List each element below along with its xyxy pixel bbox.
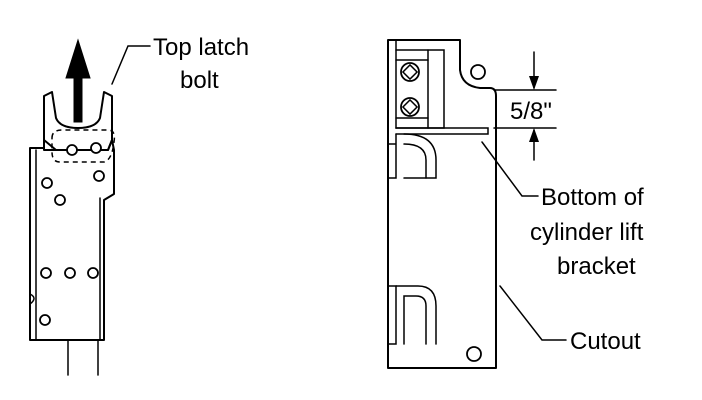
label-top-latch-bolt-1: Top latch — [153, 34, 249, 61]
label-top-latch-bolt-2: bolt — [180, 67, 219, 94]
label-bottom-bracket-3: bracket — [557, 253, 636, 280]
leader-top-latch — [111, 45, 151, 85]
lower-cutout — [387, 285, 397, 345]
latch-bolt — [43, 91, 113, 151]
upper-cutout — [387, 133, 397, 179]
screw-top-icon — [400, 62, 420, 82]
label-bottom-bracket-1: Bottom of — [541, 184, 644, 211]
label-dimension: 5/8" — [510, 98, 552, 125]
label-cutout: Cutout — [570, 328, 641, 355]
latch-plate — [29, 38, 151, 376]
screw-bottom-icon — [400, 97, 420, 117]
leader-cutout — [499, 285, 567, 341]
plate-outline — [29, 139, 115, 341]
label-bottom-bracket-2: cylinder lift — [530, 219, 644, 246]
up-arrow-icon — [65, 38, 91, 123]
dashed-bolt-outline — [51, 129, 116, 163]
cylinder-lift-bracket — [395, 127, 489, 135]
leader-bottom-bracket — [481, 141, 539, 197]
strike-plate — [387, 39, 567, 369]
strike-plate-outline — [387, 39, 497, 369]
